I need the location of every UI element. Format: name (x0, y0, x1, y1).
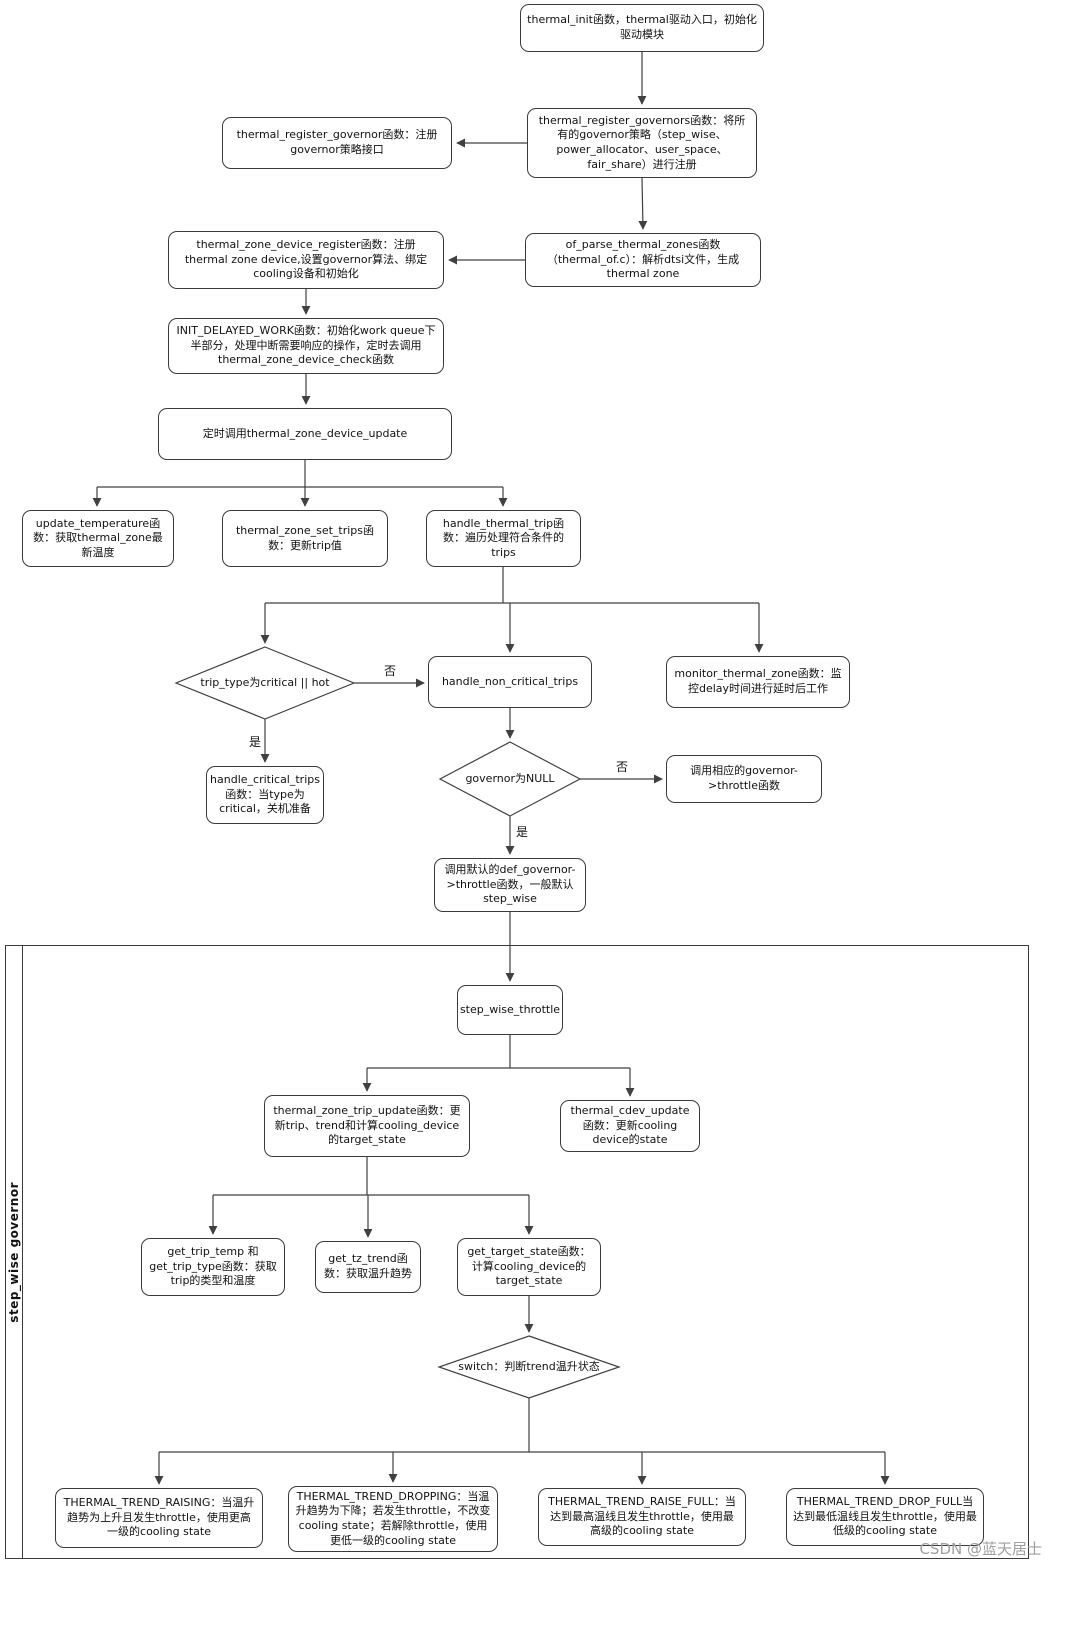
edge-label-trip-no: 否 (382, 662, 399, 679)
node-thermal-cdev-update: thermal_cdev_update函数：更新cooling device的s… (560, 1100, 700, 1152)
step-wise-governor-label-strip: step_wise governor (6, 946, 23, 1558)
node-handle-thermal-trip: handle_thermal_trip函数：遍历处理符合条件的trips (426, 510, 581, 567)
node-get-trip-temp-type: get_trip_temp 和get_trip_type函数：获取trip的类型… (141, 1238, 285, 1296)
node-thermal-register-governors: thermal_register_governors函数：将所有的governo… (527, 108, 757, 178)
decision-governor-null-shape (438, 741, 582, 817)
node-step-wise-throttle: step_wise_throttle (457, 985, 563, 1035)
edge-label-governor-yes: 是 (514, 823, 531, 840)
step-wise-governor-container: step_wise governor (5, 945, 1029, 1559)
decision-governor-null-label: governor为NULL (465, 771, 555, 785)
node-thermal-zone-device-register: thermal_zone_device_register函数：注册thermal… (168, 231, 444, 289)
decision-trip-type-label: trip_type为critical || hot (200, 675, 330, 689)
edge-label-governor-no: 否 (614, 758, 631, 775)
node-init-delayed-work: INIT_DELAYED_WORK函数：初始化work queue下半部分，处理… (168, 318, 444, 374)
node-get-tz-trend: get_tz_trend函数：获取温升趋势 (315, 1241, 421, 1293)
node-get-target-state: get_target_state函数：计算cooling_device的targ… (457, 1238, 601, 1296)
node-thermal-trend-dropping: THERMAL_TREND_DROPPING：当温升趋势为下降；若发生throt… (288, 1486, 498, 1552)
node-thermal-register-governor: thermal_register_governor函数：注册governor策略… (222, 117, 452, 169)
node-call-default-throttle: 调用默认的def_governor->throttle函数，一般默认step_w… (434, 858, 586, 912)
node-handle-critical-trips: handle_critical_trips函数：当type为critical，关… (206, 766, 324, 824)
decision-trip-type-shape (174, 646, 356, 720)
decision-switch-trend-shape (437, 1335, 621, 1399)
step-wise-governor-label: step_wise governor (7, 1181, 21, 1323)
node-thermal-zone-trip-update: thermal_zone_trip_update函数：更新trip、trend和… (264, 1095, 470, 1157)
node-timer-thermal-zone-device-update: 定时调用thermal_zone_device_update (158, 408, 452, 460)
node-thermal-init: thermal_init函数，thermal驱动入口，初始化驱动模块 (520, 4, 764, 52)
edge-label-trip-yes: 是 (247, 733, 264, 750)
node-call-governor-throttle: 调用相应的governor->throttle函数 (666, 755, 822, 803)
node-thermal-zone-set-trips: thermal_zone_set_trips函数：更新trip值 (222, 510, 388, 567)
node-thermal-trend-raising: THERMAL_TREND_RAISING：当温升趋势为上升且发生throttl… (55, 1488, 263, 1548)
decision-switch-trend-label: switch：判断trend温升状态 (458, 1359, 600, 1373)
node-of-parse-thermal-zones: of_parse_thermal_zones函数（thermal_of.c）：解… (525, 233, 761, 287)
node-thermal-trend-raise-full: THERMAL_TREND_RAISE_FULL：当达到最高温线且发生throt… (538, 1488, 746, 1546)
node-handle-non-critical-trips: handle_non_critical_trips (428, 656, 592, 708)
node-update-temperature: update_temperature函数：获取thermal_zone最新温度 (22, 510, 174, 567)
csdn-watermark: CSDN @蓝天居士 (919, 1540, 1042, 1558)
node-thermal-trend-drop-full: THERMAL_TREND_DROP_FULL当达到最低温线且发生throttl… (786, 1488, 984, 1546)
node-monitor-thermal-zone: monitor_thermal_zone函数：监控delay时间进行延时后工作 (666, 656, 850, 708)
